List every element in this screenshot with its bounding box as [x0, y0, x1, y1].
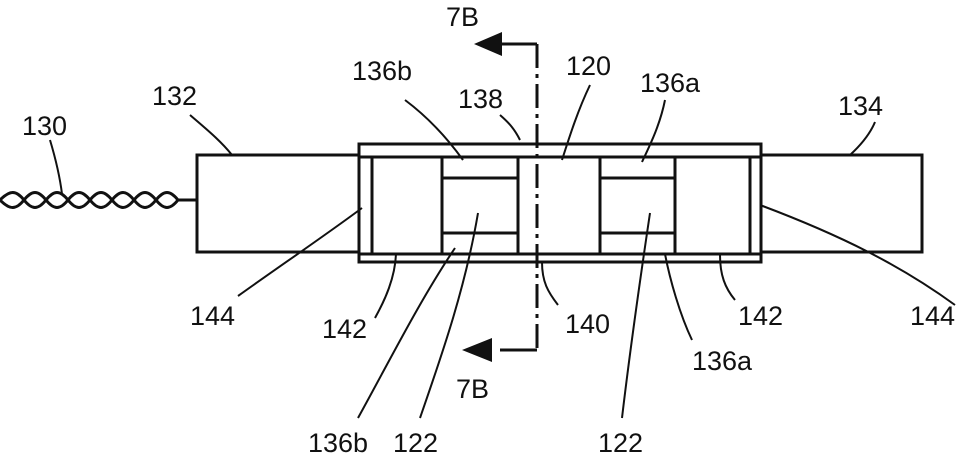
label-136a-top: 136a	[640, 68, 701, 98]
sleeve-122-left	[442, 178, 518, 233]
label-120: 120	[566, 51, 611, 81]
label-144-right: 144	[910, 301, 955, 331]
section-arrow-top	[474, 32, 537, 56]
label-136a-bottom: 136a	[692, 346, 753, 376]
label-138: 138	[458, 84, 503, 114]
label-136b-top: 136b	[352, 56, 412, 86]
label-140: 140	[565, 309, 610, 339]
label-122-left: 122	[393, 428, 438, 458]
twisted-cable-130	[0, 193, 196, 208]
element-120	[518, 157, 600, 254]
label-122-right: 122	[598, 428, 643, 458]
ferrule-142-left	[372, 157, 442, 254]
section-arrow-bottom	[462, 338, 537, 362]
sleeve-122-right	[600, 178, 675, 233]
label-130: 130	[22, 111, 67, 141]
label-7b-top: 7B	[446, 2, 479, 32]
label-136b-bottom: 136b	[308, 428, 368, 458]
label-142-left: 142	[322, 314, 367, 344]
label-134: 134	[838, 91, 883, 121]
connector-body-132	[197, 155, 362, 252]
label-142-right: 142	[738, 301, 783, 331]
label-7b-bottom: 7B	[456, 374, 489, 404]
label-132: 132	[152, 81, 197, 111]
ferrule-142-right	[675, 157, 750, 254]
label-144-left: 144	[190, 301, 235, 331]
